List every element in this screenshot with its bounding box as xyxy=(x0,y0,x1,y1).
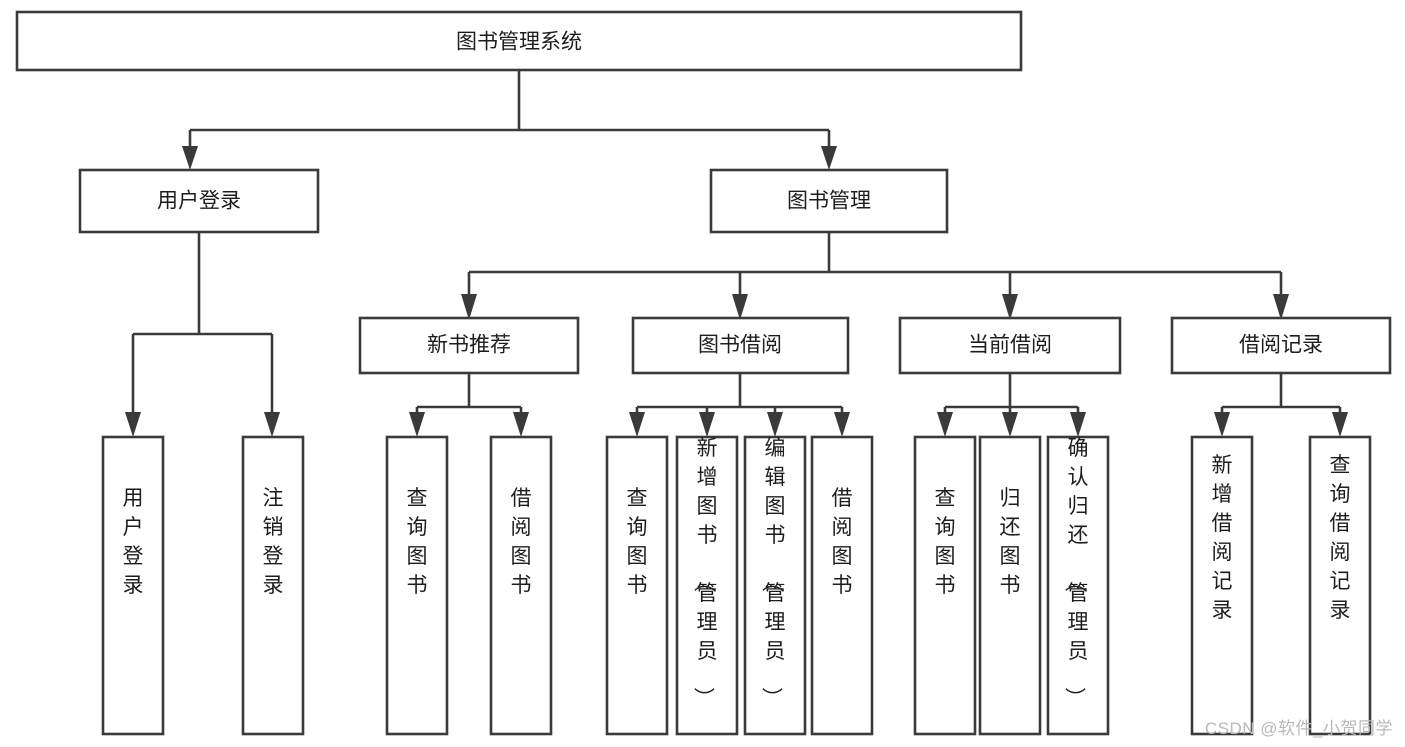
leaf-book-borrow-4-label: 借阅图书 xyxy=(832,487,853,597)
node-book-borrow-label: 图书借阅 xyxy=(698,334,782,357)
node-user-login[interactable]: 用户登录 xyxy=(78,168,320,234)
leaf-current-borrow-2-box[interactable] xyxy=(978,435,1042,736)
connector-layer xyxy=(125,70,1348,437)
arrow-to-new-book xyxy=(461,294,477,320)
arrow-book-borrow-leaf3 xyxy=(767,412,783,437)
arrow-current-borrow-leaf3 xyxy=(1070,412,1086,437)
node-book-borrow[interactable]: 图书借阅 xyxy=(631,316,850,375)
leaf-borrow-record-2-box[interactable] xyxy=(1308,435,1372,736)
leaf-user-login-1-label: 用户登录 xyxy=(123,487,144,597)
leaf-book-borrow-2-label: 新增图书（管理员） xyxy=(692,437,718,708)
leaf-new-book-1[interactable]: 查询图书 xyxy=(385,435,449,736)
leaf-book-borrow-1[interactable]: 查询图书 xyxy=(605,435,669,736)
arrow-user-login-leaf1 xyxy=(125,412,141,437)
leaf-borrow-record-1-box[interactable] xyxy=(1190,435,1254,736)
leaf-book-borrow-4-box[interactable] xyxy=(810,435,874,736)
arrow-root-to-user-login xyxy=(182,146,198,170)
node-book-management-box[interactable] xyxy=(709,168,949,234)
arrow-to-borrow-record xyxy=(1273,294,1289,320)
leaf-new-book-1-label: 查询图书 xyxy=(407,487,428,597)
leaf-new-book-2-label: 借阅图书 xyxy=(511,487,532,597)
leaf-book-borrow-3-label: 编辑图书（管理员） xyxy=(760,437,786,708)
arrow-user-login-leaf2 xyxy=(264,412,280,437)
node-current-borrow-box[interactable] xyxy=(898,316,1122,375)
node-new-book-recommend-box[interactable] xyxy=(358,316,580,375)
leaf-book-borrow-1-label: 查询图书 xyxy=(627,487,648,597)
leaf-current-borrow-3-label: 确认归还（管理员） xyxy=(1063,437,1089,708)
leaf-current-borrow-3-box[interactable] xyxy=(1046,435,1110,736)
arrow-book-borrow-leaf1 xyxy=(629,412,645,437)
leaf-book-borrow-3-box[interactable] xyxy=(743,435,807,736)
node-borrow-record-label: 借阅记录 xyxy=(1239,334,1323,357)
leaf-current-borrow-1-box[interactable] xyxy=(913,435,977,736)
leaf-user-login-1[interactable]: 用户登录 xyxy=(101,435,165,736)
leaf-book-borrow-2-box[interactable] xyxy=(675,435,739,736)
node-new-book-recommend[interactable]: 新书推荐 xyxy=(358,316,580,375)
leaf-borrow-record-2-label: 查询借阅记录 xyxy=(1330,454,1351,622)
leaf-current-borrow-2-label: 归还图书 xyxy=(1000,487,1021,597)
node-new-book-recommend-label: 新书推荐 xyxy=(427,334,511,357)
node-borrow-record-box[interactable] xyxy=(1170,316,1392,375)
node-current-borrow[interactable]: 当前借阅 xyxy=(898,316,1122,375)
leaf-new-book-2[interactable]: 借阅图书 xyxy=(489,435,553,736)
leaf-book-borrow-3[interactable]: 编辑图书（管理员） xyxy=(743,435,807,736)
leaf-current-borrow-1-label: 查询图书 xyxy=(935,487,956,597)
leaf-new-book-1-box[interactable] xyxy=(385,435,449,736)
leaf-user-login-2[interactable]: 注销登录 xyxy=(241,435,305,736)
leaf-current-borrow-2[interactable]: 归还图书 xyxy=(978,435,1042,736)
arrow-new-book-leaf2 xyxy=(513,412,529,437)
leaf-new-book-2-box[interactable] xyxy=(489,435,553,736)
node-user-login-label: 用户登录 xyxy=(157,190,241,213)
arrow-borrow-record-leaf1 xyxy=(1214,412,1230,437)
leaf-user-login-2-label: 注销登录 xyxy=(263,487,284,597)
leaf-borrow-record-2[interactable]: 查询借阅记录 xyxy=(1308,435,1372,736)
node-root-label: 图书管理系统 xyxy=(456,31,582,54)
node-book-management[interactable]: 图书管理 xyxy=(709,168,949,234)
leaf-user-login-2-box[interactable] xyxy=(241,435,305,736)
arrow-to-book-borrow xyxy=(732,294,748,320)
leaf-book-borrow-4[interactable]: 借阅图书 xyxy=(810,435,874,736)
node-book-management-label: 图书管理 xyxy=(787,190,871,213)
leaf-current-borrow-3[interactable]: 确认归还（管理员） xyxy=(1046,435,1110,736)
arrow-current-borrow-leaf1 xyxy=(937,412,953,437)
leaf-book-borrow-2[interactable]: 新增图书（管理员） xyxy=(675,435,739,736)
node-user-login-box[interactable] xyxy=(78,168,320,234)
node-borrow-record[interactable]: 借阅记录 xyxy=(1170,316,1392,375)
arrow-book-borrow-leaf4 xyxy=(834,412,850,437)
arrow-root-to-book-mgmt xyxy=(821,146,837,170)
node-root-box[interactable] xyxy=(15,10,1023,72)
arrow-borrow-record-leaf2 xyxy=(1332,412,1348,437)
node-current-borrow-label: 当前借阅 xyxy=(968,334,1052,357)
arrow-to-current-borrow xyxy=(1002,294,1018,320)
leaf-book-borrow-1-box[interactable] xyxy=(605,435,669,736)
leaf-current-borrow-1[interactable]: 查询图书 xyxy=(913,435,977,736)
arrow-book-borrow-leaf2 xyxy=(699,412,715,437)
arrow-current-borrow-leaf2 xyxy=(1002,412,1018,437)
leaf-borrow-record-1-label: 新增借阅记录 xyxy=(1212,454,1233,622)
csdn-watermark: CSDN @软件_小贺同学 xyxy=(1204,719,1393,738)
leaf-borrow-record-1[interactable]: 新增借阅记录 xyxy=(1190,435,1254,736)
leaf-user-login-1-box[interactable] xyxy=(101,435,165,736)
arrow-new-book-leaf1 xyxy=(409,412,425,437)
node-book-borrow-box[interactable] xyxy=(631,316,850,375)
node-root[interactable]: 图书管理系统 xyxy=(15,10,1023,72)
